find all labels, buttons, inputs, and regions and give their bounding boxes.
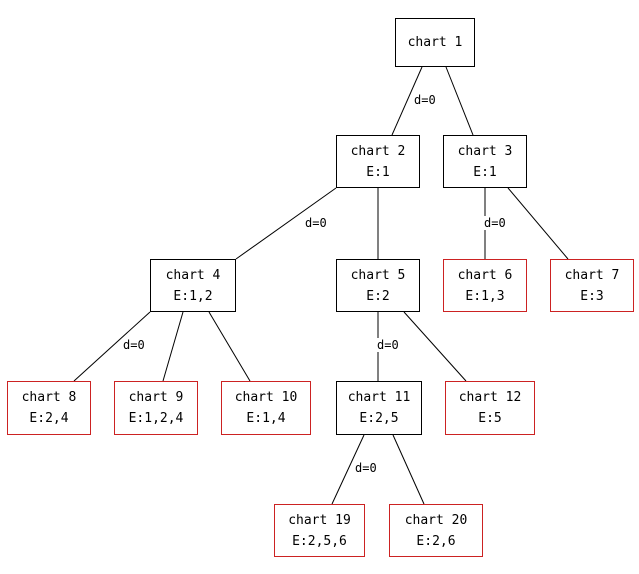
chart-node-20-equations: E:2,6 xyxy=(416,533,456,549)
chart-node-3-equations: E:1 xyxy=(473,164,497,180)
chart-node-12: chart 12 E:5 xyxy=(445,381,535,435)
edge-label-1-2: d=0 xyxy=(414,93,436,107)
chart-node-6-name: chart 6 xyxy=(457,267,513,283)
chart-node-1: chart 1 xyxy=(395,18,475,67)
chart-node-3: chart 3 E:1 xyxy=(443,135,527,188)
chart-node-20: chart 20 E:2,6 xyxy=(389,504,483,557)
edge-4-8 xyxy=(73,311,151,382)
chart-node-8: chart 8 E:2,4 xyxy=(7,381,91,435)
chart-node-2: chart 2 E:1 xyxy=(336,135,420,188)
chart-node-5-name: chart 5 xyxy=(350,267,406,283)
edge-4-10 xyxy=(208,311,251,382)
chart-node-7-equations: E:3 xyxy=(580,288,604,304)
chart-node-3-name: chart 3 xyxy=(457,143,513,159)
chart-node-19-name: chart 19 xyxy=(288,512,351,528)
chart-node-9-equations: E:1,2,4 xyxy=(128,411,184,426)
chart-node-11-equations: E:2,5 xyxy=(359,411,399,426)
edge-label-11-19: d=0 xyxy=(355,461,377,475)
chart-node-9-name: chart 9 xyxy=(128,390,184,405)
chart-node-10-name: chart 10 xyxy=(234,390,298,405)
chart-node-8-equations: E:2,4 xyxy=(29,411,69,426)
chart-node-9: chart 9 E:1,2,4 xyxy=(114,381,198,435)
chart-node-5-equations: E:2 xyxy=(366,288,390,304)
chart-node-2-equations: E:1 xyxy=(366,164,390,180)
edge-label-3-6: d=0 xyxy=(484,216,506,230)
chart-node-6: chart 6 E:1,3 xyxy=(443,259,527,312)
chart-node-11: chart 11 E:2,5 xyxy=(336,381,422,435)
chart-node-8-name: chart 8 xyxy=(21,390,77,405)
chart-node-4-name: chart 4 xyxy=(165,267,221,283)
edge-11-20 xyxy=(392,434,425,505)
edge-label-4-8: d=0 xyxy=(123,338,145,352)
chart-node-7: chart 7 E:3 xyxy=(550,259,634,312)
edge-label-5-11: d=0 xyxy=(377,338,399,352)
edge-1-2 xyxy=(391,66,423,136)
edge-5-12 xyxy=(403,311,467,382)
chart-node-5: chart 5 E:2 xyxy=(336,259,420,312)
edge-3-7 xyxy=(507,187,569,260)
chart-node-20-name: chart 20 xyxy=(404,512,468,528)
chart-node-12-equations: E:5 xyxy=(478,411,502,426)
chart-node-19-equations: E:2,5,6 xyxy=(292,533,347,549)
chart-node-11-name: chart 11 xyxy=(347,390,411,405)
chart-node-7-name: chart 7 xyxy=(564,267,620,283)
chart-node-12-name: chart 12 xyxy=(458,390,522,405)
edge-11-19 xyxy=(331,434,365,505)
chart-node-10-equations: E:1,4 xyxy=(246,411,286,426)
chart-node-6-equations: E:1,3 xyxy=(465,288,505,304)
edge-1-3 xyxy=(445,66,474,136)
chart-node-19: chart 19 E:2,5,6 xyxy=(274,504,365,557)
edge-label-2-4: d=0 xyxy=(305,216,327,230)
edge-4-9 xyxy=(162,311,184,382)
chart-node-4-equations: E:1,2 xyxy=(173,288,213,304)
chart-node-10: chart 10 E:1,4 xyxy=(221,381,311,435)
chart-node-1-name: chart 1 xyxy=(407,35,463,50)
edge-2-4 xyxy=(235,187,337,260)
chart-node-4: chart 4 E:1,2 xyxy=(150,259,236,312)
chart-node-2-name: chart 2 xyxy=(350,143,406,159)
